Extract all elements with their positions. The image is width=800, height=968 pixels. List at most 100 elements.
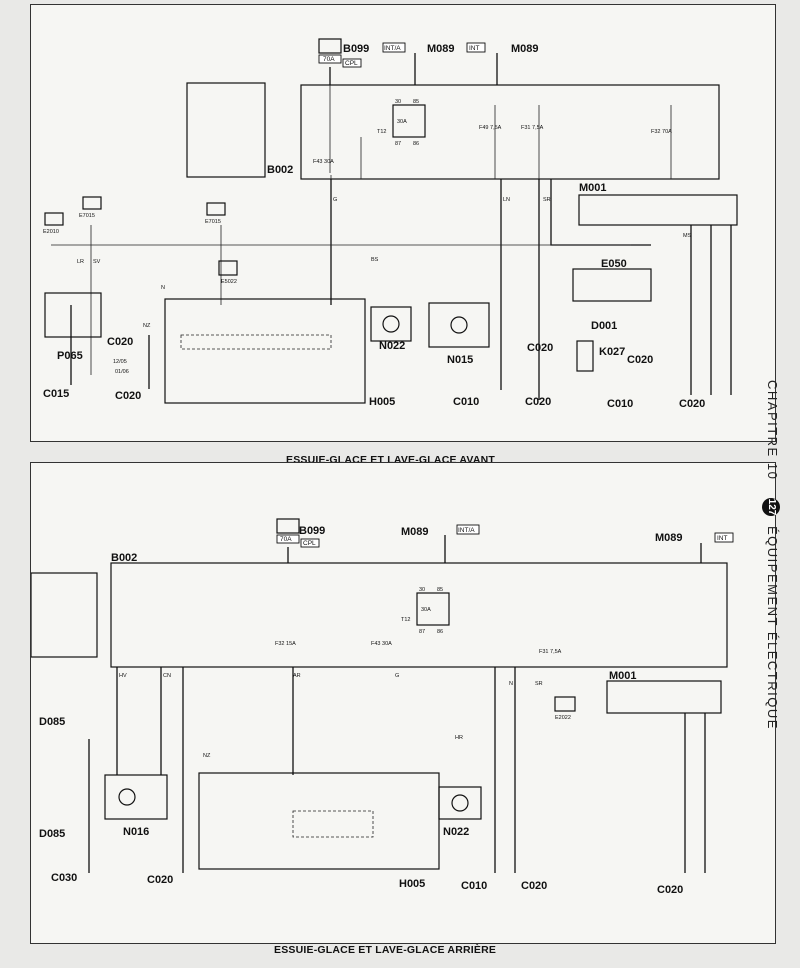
n016-motor-icon (118, 788, 136, 806)
e2022-symbol (554, 696, 576, 712)
relay-30-label: 30 (395, 99, 401, 105)
n016-label: N016 (123, 826, 149, 838)
n022-outline (370, 306, 412, 342)
n022-motor-icon (451, 794, 469, 812)
rear-wiper-schematic: B002 70A CPL B099 M089 INT/A M089 INT 30… (30, 518, 734, 896)
wire-n-label: N (509, 681, 513, 687)
b099-label: B099 (343, 43, 369, 55)
fuse-f49-label: F49 7,5A (479, 125, 502, 131)
d085-a-label: D085 (39, 716, 65, 728)
e050-label: E050 (601, 258, 627, 270)
fuse-f43-label: F43 30A (313, 159, 334, 165)
wire-sr-label: SR (543, 197, 551, 203)
wire-hr-label: HR (455, 735, 463, 741)
relay-86-label: 86 (413, 141, 419, 147)
wire-lr-label: LR (77, 259, 84, 265)
fuse-f31-label: F31 7,5A (521, 125, 544, 131)
e2010-symbol (44, 212, 64, 226)
b099-battery-symbol (318, 38, 342, 54)
chapter-sidebar: CHAPITRE 10 127 ÉQUIPEMENT ÉLECTRIQUE (752, 380, 792, 740)
e050-outline (572, 268, 652, 302)
d001-label: D001 (591, 320, 617, 332)
relay-amp-label: 30A (421, 607, 431, 613)
b002-fusebox-outline (110, 562, 728, 668)
b099-battery-symbol (276, 518, 300, 534)
e5022-label: E5022 (221, 279, 237, 285)
c010-b-label: C010 (607, 398, 633, 410)
wire-ms-label: MS (683, 233, 692, 239)
relay-amp-label: 30A (397, 119, 407, 125)
rear-diagram-caption: ESSUIE-GLACE ET LAVE-GLACE ARRIÈRE (274, 944, 497, 956)
m089-b-label: M089 (655, 532, 683, 544)
p065-label: P065 (57, 350, 83, 362)
n016-outline (104, 774, 168, 820)
e5022-symbol (218, 260, 238, 276)
b099-label: B099 (299, 525, 325, 537)
wire-nz-label: NZ (143, 323, 151, 329)
relay-name-label: T12 (401, 617, 410, 623)
wire-nz-label: NZ (203, 753, 211, 759)
h005-outline (198, 772, 440, 870)
m001-label: M001 (579, 182, 607, 194)
front-wiper-schematic: 70A CPL B099 INT/A M089 INT M089 30 85 3… (43, 38, 738, 410)
relay-87-label: 87 (395, 141, 401, 147)
wire-sr-label: SR (535, 681, 543, 687)
h005-outline (164, 298, 366, 404)
e7015-b-symbol (206, 202, 226, 216)
k027-label: K027 (599, 346, 625, 358)
wire-ar-label: AR (293, 673, 301, 679)
front-wiper-diagram-panel: 70A CPL B099 INT/A M089 INT M089 30 85 3… (30, 4, 776, 442)
chapter-title: CHAPITRE 10 (765, 380, 780, 481)
b002-label: B002 (111, 552, 137, 564)
c015-label: C015 (43, 388, 69, 400)
relay-86-label: 86 (437, 629, 443, 635)
c020-a-label: C020 (107, 336, 133, 348)
fuse-f32-label: F32 15A (275, 641, 296, 647)
wire-sv-label: SV (93, 259, 101, 265)
b099-cpl-label: CPL (303, 540, 316, 547)
m089-int-label: INT (469, 45, 480, 52)
e2010-label: E2010 (43, 229, 59, 235)
wire-cn-label: CN (163, 673, 171, 679)
wire-g-label: G (333, 197, 337, 203)
m001-module-outline (578, 194, 738, 226)
m089-b-label: M089 (511, 43, 539, 55)
c020-b-label: C020 (115, 390, 141, 402)
c020-a-label: C020 (147, 874, 173, 886)
c020-d-label: C020 (527, 342, 553, 354)
n015-outline (428, 302, 490, 348)
c020-f-label: C020 (679, 398, 705, 410)
n022-label: N022 (443, 826, 469, 838)
b002-fusebox-outline (300, 84, 720, 180)
m089-int-a-label: INT/A (458, 527, 475, 534)
k027-symbol (576, 340, 594, 372)
c020-e-label: C020 (627, 354, 653, 366)
wire-n-label: N (161, 285, 165, 291)
relay-85-label: 85 (437, 587, 443, 593)
fusebox-inset (186, 82, 266, 178)
date-12-05-label: 12/05 (113, 359, 127, 365)
relay-t12 (416, 592, 450, 626)
fuse-f43-label: F43 30A (371, 641, 392, 647)
rear-wiper-diagram-panel: B002 70A CPL B099 M089 INT/A M089 INT 30… (30, 462, 776, 944)
wire-bs-label: BS (371, 257, 379, 263)
relay-name-label: T12 (377, 129, 386, 135)
c020-c-label: C020 (525, 396, 551, 408)
e7015-a-symbol (82, 196, 102, 210)
c010-a-label: C010 (453, 396, 479, 408)
wire-hv-label: HV (119, 673, 127, 679)
m001-label: M001 (609, 670, 637, 682)
relay-30-label: 30 (419, 587, 425, 593)
d085-b-label: D085 (39, 828, 65, 840)
c010-label: C010 (461, 880, 487, 892)
b099-fuse-label: 70A (280, 536, 292, 543)
h005-label: H005 (399, 878, 425, 890)
date-01-06-label: 01/06 (115, 369, 129, 375)
m089-a-label: M089 (427, 43, 455, 55)
fusebox-inset (30, 572, 98, 658)
n022-motor-icon (382, 315, 400, 333)
m089-int-label: INT (717, 535, 728, 542)
e2022-label: E2022 (555, 715, 571, 721)
b002-label: B002 (267, 164, 293, 176)
relay-t12 (392, 104, 426, 138)
